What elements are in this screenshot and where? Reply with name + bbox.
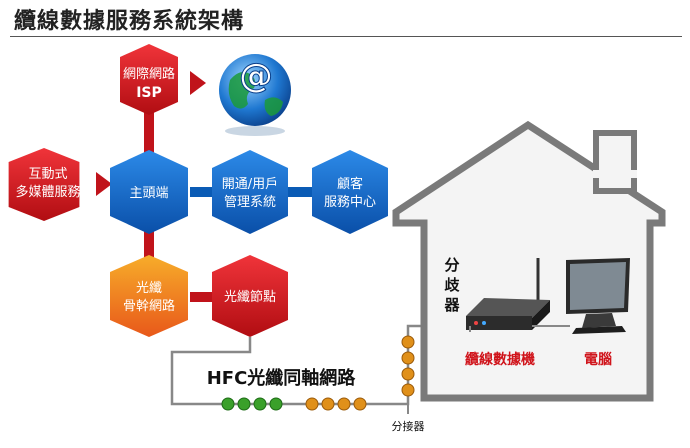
connector-backbone-node [190,292,214,302]
house-splitter-label-line3: 器 [443,296,460,314]
hex-fiber-node: 光纖節點 [212,255,288,337]
customer-label-line2: 服務中心 [324,195,376,210]
connectors [96,71,320,302]
arrow-interactive [96,172,112,196]
at-sign-icon: @ [239,56,273,96]
connector-isp-headend [144,100,154,160]
house-splitter-label-line1: 分 [444,256,459,274]
hex-provisioning: 開通/用戶 管理系統 [212,150,288,234]
page-title: 纜線數據服務系統架構 [14,9,245,34]
modem-label: 纜線數據機 [465,351,535,368]
computer-label: 電腦 [584,351,612,368]
green-amplifiers [221,397,283,411]
hex-isp: 網際網路 ISP [120,44,178,115]
hfc-network: HFC光纖同軸網路 分接器 [170,324,470,433]
hex-interactive: 互動式 多媒體服務 [8,148,81,221]
isp-label-line1: 網際網路 [123,66,175,82]
backbone-label-line1: 光纖 [136,281,162,296]
backbone-label-line2: 骨幹網路 [123,298,175,314]
cable-modem-icon [466,258,550,332]
hfc-network-label: HFC光纖同軸網路 [207,367,357,389]
hex-headend: 主頭端 [110,150,188,234]
connector-provisioning-customer [280,187,320,197]
connector-headend-provisioning [190,187,220,197]
house-splitter-label-line2: 歧 [444,276,460,294]
orange-taps [305,335,415,411]
arrow-isp [190,71,206,95]
fiber-node-label: 光纖節點 [224,290,276,305]
hex-customer: 顧客 服務中心 [312,150,388,234]
tap-label: 分接器 [392,420,425,433]
provisioning-label-line1: 開通/用戶 [222,177,278,192]
interactive-label-line2: 多媒體服務 [15,184,80,200]
isp-label-line2: ISP [136,85,162,101]
internet-globe-icon: @ [219,54,291,136]
headend-label: 主頭端 [129,186,168,201]
title-rule [10,36,682,37]
customer-label-line1: 顧客 [337,176,363,192]
connector-headend-backbone [144,228,154,268]
computer-monitor-icon [566,258,630,334]
interactive-label-line1: 互動式 [28,167,67,182]
hex-fiber-backbone: 光纖 骨幹網路 [110,255,188,337]
provisioning-label-line2: 管理系統 [224,195,276,210]
